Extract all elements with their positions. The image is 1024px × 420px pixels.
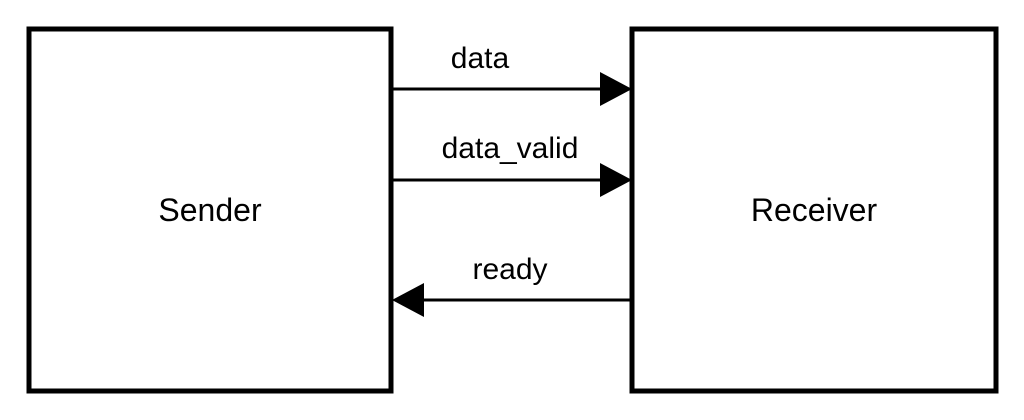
data-valid-label: data_valid [442, 132, 579, 165]
data-arrowhead-icon [600, 72, 632, 106]
sender-label: Sender [158, 192, 262, 228]
signal-ready: ready [392, 253, 632, 317]
signal-data-valid: data_valid [391, 132, 632, 197]
receiver-label: Receiver [751, 192, 878, 228]
ready-arrowhead-icon [392, 283, 424, 317]
signal-data: data [391, 42, 632, 106]
receiver-box [629, 26, 999, 394]
sender-block: Sender [26, 26, 394, 394]
receiver-block: Receiver [629, 26, 999, 394]
data-label: data [451, 42, 510, 75]
data-valid-arrowhead-icon [600, 163, 632, 197]
ready-label: ready [472, 253, 547, 286]
sender-box [26, 26, 394, 394]
